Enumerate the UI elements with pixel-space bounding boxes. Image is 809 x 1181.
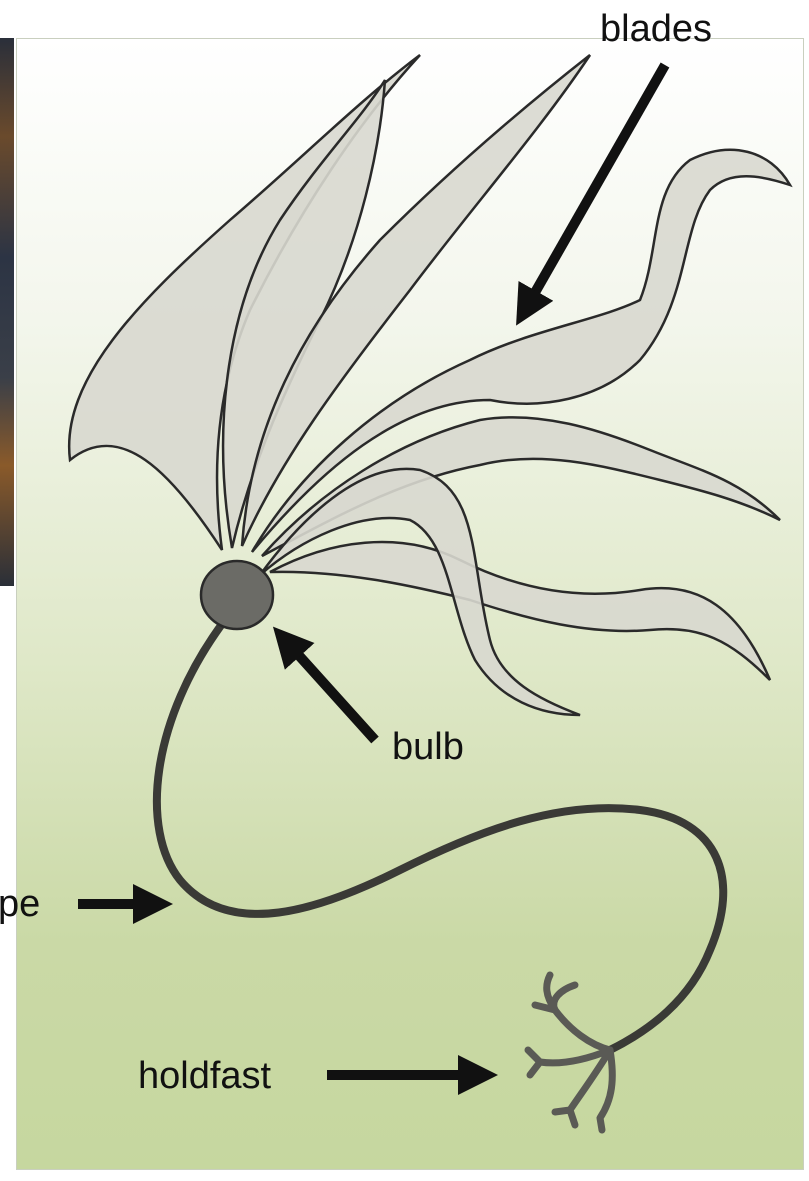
blade: [262, 417, 780, 556]
label-bulb: bulb: [392, 728, 464, 766]
kelp-blades: [69, 55, 790, 715]
bulb-arrow: [285, 640, 375, 740]
kelp-bulb: [201, 561, 273, 629]
label-blades: blades: [600, 10, 712, 48]
kelp-stipe: [157, 620, 723, 1050]
label-stipe: stipe: [0, 885, 40, 923]
blade: [270, 542, 770, 680]
label-holdfast: holdfast: [138, 1057, 271, 1095]
kelp-holdfast: [528, 975, 612, 1130]
